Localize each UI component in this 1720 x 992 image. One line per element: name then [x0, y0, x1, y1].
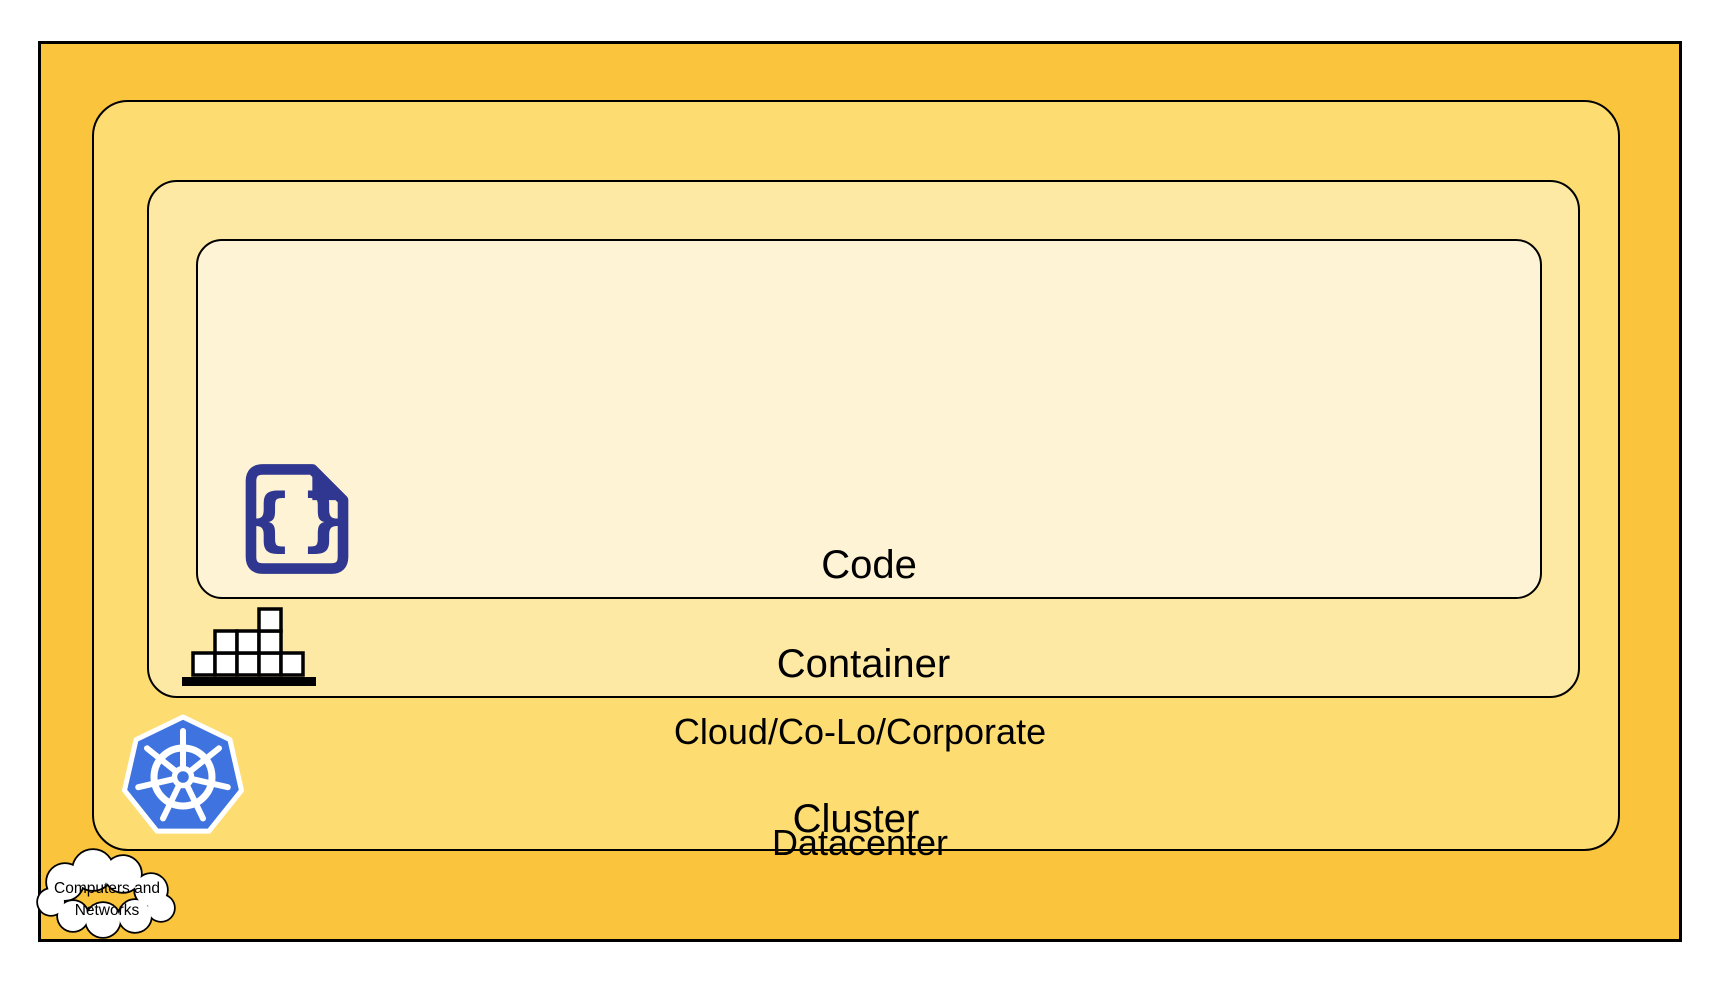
cloud-callout-line1: Computers and	[54, 880, 160, 897]
kubernetes-icon	[122, 714, 244, 834]
datacenter-layer-box: {} Code	[36, 41, 1682, 942]
code-file-icon: {}	[245, 464, 354, 574]
container-layer-box: {} Code	[147, 180, 1580, 698]
code-layer-box: {} Code	[196, 239, 1542, 599]
cloud-callout-line2: Networks	[75, 902, 140, 919]
datacenter-label-line1: Cloud/Co-Lo/Corporate	[673, 711, 1047, 752]
cluster-layer-box: {} Code	[92, 100, 1620, 851]
datacenter-label: Cloud/Co-Lo/Corporate Datacenter	[41, 639, 1679, 935]
cluster-label: Cluster	[792, 797, 920, 841]
datacenter-label-line2: Datacenter	[771, 822, 949, 863]
code-braces-glyph: {}	[245, 480, 354, 560]
cloud-icon: Computers and Networks	[36, 848, 176, 939]
container-blocks-icon	[182, 607, 316, 686]
container-label: Container	[776, 642, 951, 686]
code-label: Code	[821, 543, 917, 587]
